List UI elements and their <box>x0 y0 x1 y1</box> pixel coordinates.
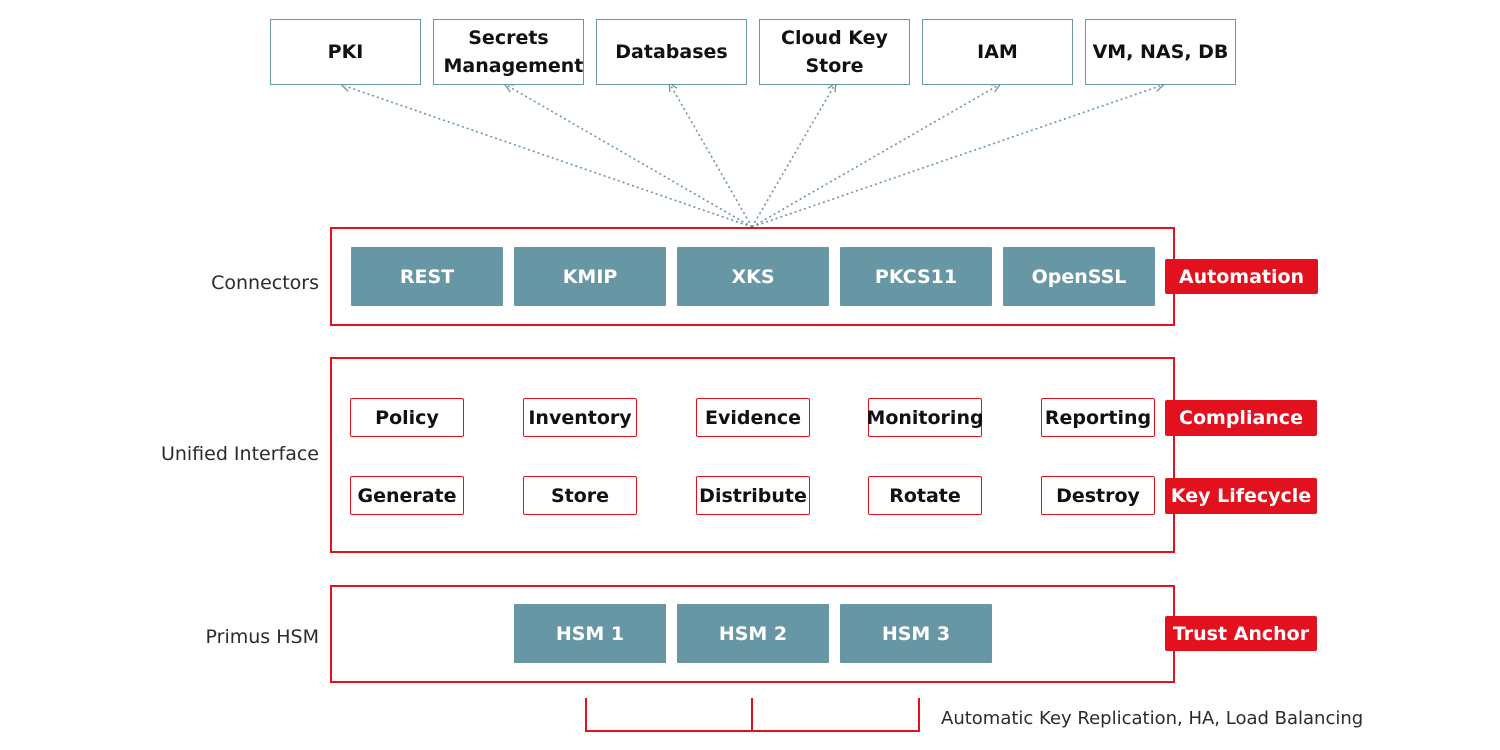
target-secrets-management: Secrets Management <box>433 19 584 85</box>
connector-pkcs11: PKCS11 <box>840 247 992 306</box>
arrow-to-vm-nas-db <box>751 86 1160 228</box>
step-store: Store <box>523 476 637 515</box>
step-policy: Policy <box>350 398 464 437</box>
connector-openssl: OpenSSL <box>1003 247 1155 306</box>
key-lifecycle-tag: Key Lifecycle <box>1165 478 1317 514</box>
step-monitoring: Monitoring <box>866 398 984 437</box>
arrow-to-secrets <box>508 86 753 228</box>
step-distribute: Distribute <box>696 476 810 515</box>
arrow-to-iam <box>751 86 997 228</box>
arrow-to-databases <box>671 86 753 228</box>
step-reporting: Reporting <box>1041 398 1155 437</box>
hsm-1: HSM 1 <box>514 604 666 663</box>
unified-interface-panel <box>330 357 1175 553</box>
connector-xks: XKS <box>677 247 829 306</box>
unified-interface-label: Unified Interface <box>160 443 319 465</box>
target-iam: IAM <box>922 19 1073 85</box>
dotted-arrows <box>345 86 1160 228</box>
target-label: VM, NAS, DB <box>1092 41 1229 63</box>
step-inventory: Inventory <box>523 398 637 437</box>
primus-hsm-label: Primus HSM <box>205 626 319 648</box>
hsm-3: HSM 3 <box>840 604 992 663</box>
target-cloud-key-store: Cloud Key Store <box>759 19 910 85</box>
step-generate: Generate <box>350 476 464 515</box>
arrow-to-cloud-key-store <box>751 86 834 228</box>
target-label: Databases <box>615 41 728 63</box>
automation-tag: Automation <box>1165 259 1318 294</box>
target-label: Cloud Key Store <box>781 27 888 77</box>
target-label: PKI <box>327 41 364 63</box>
target-pki: PKI <box>270 19 421 85</box>
connector-kmip: KMIP <box>514 247 666 306</box>
step-evidence: Evidence <box>696 398 810 437</box>
arrow-to-pki <box>345 86 753 228</box>
target-label: Secrets Management <box>443 27 584 77</box>
connectors-label: Connectors <box>211 272 319 294</box>
hsm-2: HSM 2 <box>677 604 829 663</box>
step-rotate: Rotate <box>868 476 982 515</box>
trust-anchor-tag: Trust Anchor <box>1165 616 1317 651</box>
compliance-tag: Compliance <box>1165 400 1317 436</box>
step-destroy: Destroy <box>1041 476 1155 515</box>
target-vm-nas-db: VM, NAS, DB <box>1085 19 1236 85</box>
replication-bracket <box>585 698 920 732</box>
connector-rest: REST <box>351 247 503 306</box>
replication-note: Automatic Key Replication, HA, Load Bala… <box>941 708 1364 729</box>
target-label: IAM <box>977 41 1018 63</box>
target-databases: Databases <box>596 19 747 85</box>
